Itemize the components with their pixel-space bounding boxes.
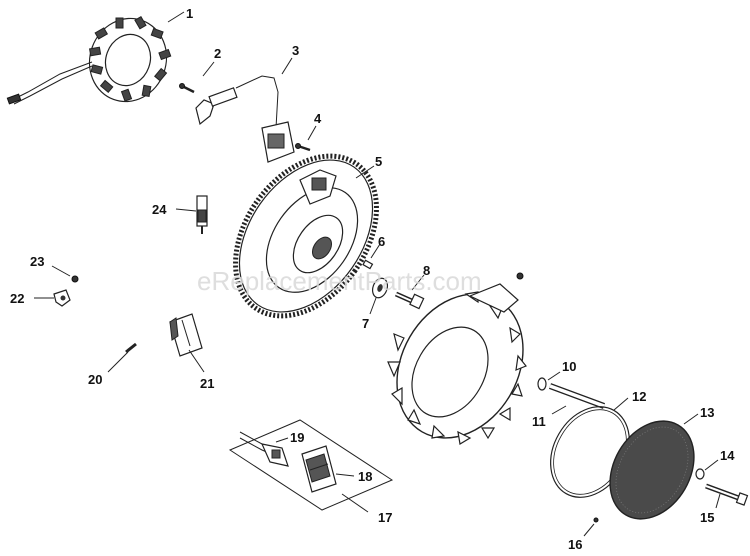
callout-5: 5 bbox=[375, 154, 382, 169]
screw-part-4 bbox=[295, 143, 311, 152]
stator-part bbox=[6, 15, 172, 105]
bolt-part bbox=[394, 291, 425, 310]
ignition-module-part bbox=[195, 75, 295, 163]
callout-16: 16 bbox=[568, 537, 582, 552]
callout-19: 19 bbox=[290, 430, 304, 445]
callout-12: 12 bbox=[632, 389, 646, 404]
screw-part bbox=[179, 83, 195, 94]
stud-part bbox=[548, 383, 606, 409]
wire-harness-part bbox=[239, 431, 289, 467]
callout-8: 8 bbox=[423, 263, 430, 278]
washer-part bbox=[371, 277, 389, 299]
washer-part-10 bbox=[537, 377, 547, 391]
spark-plug-part bbox=[196, 195, 208, 234]
callout-24: 24 bbox=[152, 202, 167, 217]
callout-7: 7 bbox=[362, 316, 369, 331]
callout-15: 15 bbox=[700, 510, 714, 525]
callout-11: 11 bbox=[532, 414, 546, 429]
clamp-part bbox=[53, 289, 71, 307]
nut-part bbox=[695, 468, 705, 480]
regulator-part bbox=[301, 445, 337, 493]
blower-housing-part bbox=[387, 272, 527, 445]
kit-outline bbox=[228, 419, 394, 511]
callout-6: 6 bbox=[378, 234, 385, 249]
callout-10: 10 bbox=[562, 359, 576, 374]
screw-part-21 bbox=[125, 342, 137, 354]
flywheel-part bbox=[233, 153, 379, 319]
callout-4: 4 bbox=[314, 111, 322, 126]
callout-13: 13 bbox=[700, 405, 714, 420]
callout-2: 2 bbox=[214, 46, 221, 61]
callout-23: 23 bbox=[30, 254, 44, 269]
key-part bbox=[362, 259, 374, 270]
callout-22: 22 bbox=[10, 291, 24, 306]
bolt-part-15 bbox=[705, 483, 749, 506]
callout-18: 18 bbox=[358, 469, 372, 484]
callout-1: 1 bbox=[186, 6, 193, 21]
callout-21: 20 bbox=[88, 372, 102, 387]
rectifier-part bbox=[169, 313, 203, 357]
callout-3: 3 bbox=[292, 43, 299, 58]
screw-part-23 bbox=[71, 275, 79, 283]
screen-part bbox=[609, 420, 695, 520]
callout-17: 17 bbox=[378, 510, 392, 525]
watermark: eReplacementParts.com bbox=[197, 266, 482, 296]
callout-20: 21 bbox=[200, 376, 214, 391]
screw-part-16 bbox=[593, 517, 599, 523]
callout-14: 14 bbox=[720, 448, 735, 463]
